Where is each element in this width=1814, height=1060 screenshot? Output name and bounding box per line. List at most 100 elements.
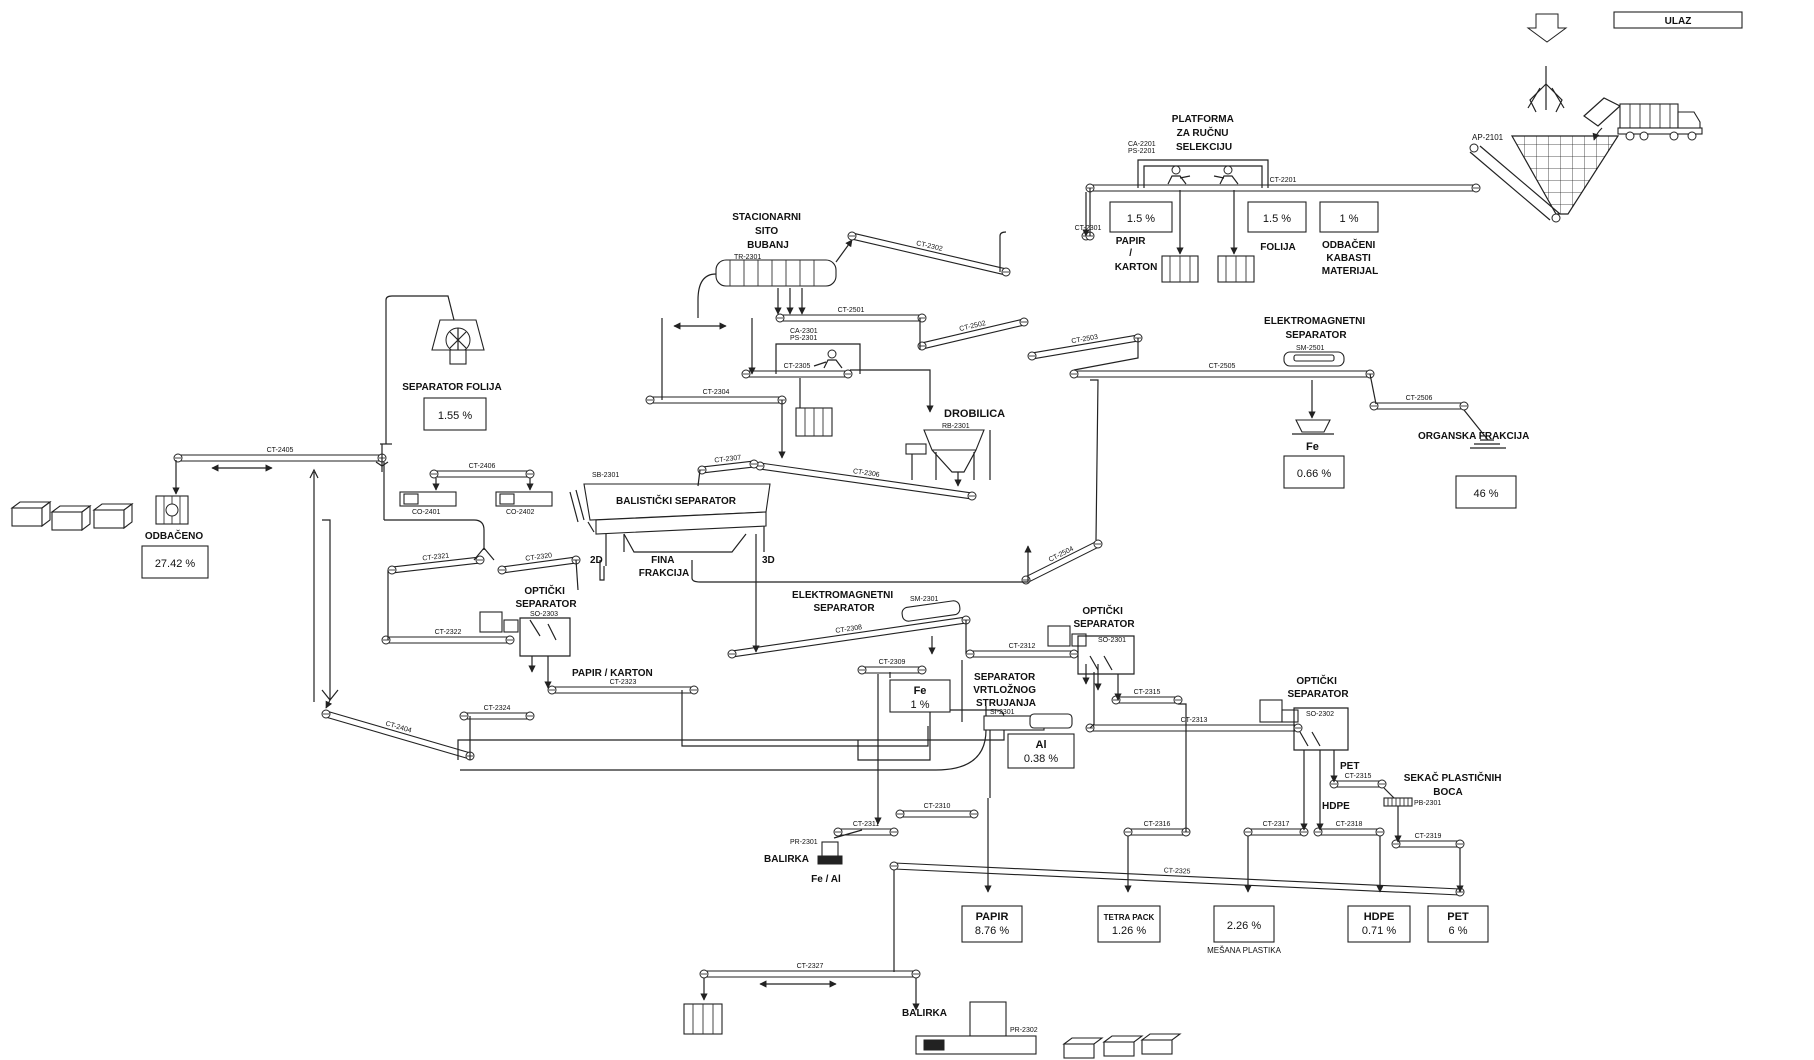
conveyor-belt: CT-2301 bbox=[1075, 225, 1102, 241]
shredder2-title-1: SEKAČ PLASTIČNIH bbox=[1404, 771, 1502, 784]
baler-2: BALIRKA PR-2302 bbox=[683, 1001, 1182, 1059]
opt1-code: SO-2303 bbox=[530, 611, 558, 618]
film-sep-label: SEPARATOR FOLIJA bbox=[402, 382, 501, 393]
belt-code-label: CT-2319 bbox=[1415, 833, 1442, 840]
belt-code-label: CT-2405 bbox=[267, 447, 294, 454]
platform-title-3: SELEKCIJU bbox=[1176, 142, 1232, 153]
shredder2-code: PB-2301 bbox=[1414, 800, 1441, 807]
worker-icon bbox=[1213, 165, 1239, 185]
eddy-current-separator: SEPARATOR VRTLOŽNOG STRUJANJA SI-2301 Al… bbox=[961, 660, 1075, 798]
conveyor-belt: CT-2305 bbox=[741, 363, 853, 379]
out-2d-label: 2D bbox=[590, 555, 603, 566]
conveyor-belt: CT-2505 bbox=[1069, 363, 1375, 379]
svg-text:ELEKTROMAGNETNI SEPARATO: ELEKTROMAGNETNI SEPARATOR bbox=[792, 590, 896, 614]
svg-text:PLATFORMA ZA RUČNU: PLATFORMA ZA RUČNU SELEKCIJU bbox=[1172, 114, 1236, 153]
kabasti-label-2: KABASTI bbox=[1326, 253, 1371, 264]
reject-output: ODBAČENO 27.42 % bbox=[10, 460, 209, 579]
opt3-title-2: SEPARATOR bbox=[1287, 689, 1349, 700]
shredder: DROBILICA RB-2301 bbox=[905, 408, 1005, 487]
conveyor-belt: CT-2501 bbox=[775, 307, 927, 323]
belt-code-label: CT-2322 bbox=[435, 629, 462, 636]
belt-code-label: CT-2503 bbox=[1071, 334, 1099, 345]
bale-icon bbox=[1062, 1033, 1182, 1059]
manual-sorting-cabin: CA-2301 PS-2301 bbox=[775, 328, 934, 437]
belt-code-label: CT-2323 bbox=[610, 679, 637, 686]
ca2201-code: CA-2201 bbox=[1128, 141, 1156, 148]
conveyor-belt: CT-2325 bbox=[889, 861, 1465, 897]
kabasti-label-3: MATERIJAL bbox=[1322, 266, 1378, 277]
fina-label-2: FRAKCIJA bbox=[639, 568, 690, 579]
shredder-label: DROBILICA bbox=[944, 408, 1005, 420]
magnetic-separator-top: ELEKTROMAGNETNI SEPARATOR SM-2501 Fe 0.6… bbox=[1264, 316, 1368, 489]
belt-code-label: CT-2305 bbox=[784, 363, 811, 370]
conveyor-belt: CT-2313 bbox=[1085, 717, 1303, 733]
trommel-title-2: SITO bbox=[755, 226, 778, 237]
belt-code-label: CT-2308 bbox=[835, 624, 863, 635]
belt-code-label: CT-2315 bbox=[1345, 773, 1372, 780]
conveyor-belt: CT-2324 bbox=[459, 705, 535, 721]
conveyor-belt: CT-2503 bbox=[1027, 333, 1143, 361]
belt-code-label: CT-2506 bbox=[1406, 395, 1433, 402]
optical-separator-2: OPTIČKI SEPARATOR SO-2301 bbox=[1047, 604, 1135, 729]
conveyor-belt: CT-2201 bbox=[1085, 177, 1481, 193]
conveyor-belt: CT-2321 bbox=[387, 553, 485, 575]
conveyor-belt: CT-2307 bbox=[697, 454, 759, 475]
mag1-fe-label: Fe bbox=[1306, 441, 1319, 453]
conveyor-belt: CT-2405 bbox=[173, 447, 387, 463]
mag1-code: SM-2501 bbox=[1296, 345, 1325, 352]
tetra-pct: 1.26 % bbox=[1112, 925, 1146, 937]
organic-label: ORGANSKA FRAKCIJA bbox=[1418, 431, 1529, 442]
grab-claw-icon bbox=[1527, 66, 1565, 113]
fe2-label: Fe bbox=[914, 685, 927, 697]
connector-lines bbox=[387, 188, 1377, 760]
folija-label: FOLIJA bbox=[1260, 242, 1296, 253]
belt-code-label: CT-2309 bbox=[879, 659, 906, 666]
container-icon bbox=[683, 1003, 723, 1035]
mesana-label: MEŠANA PLASTIKA bbox=[1207, 946, 1281, 955]
manual-sort-outputs: 1.5 % PAPIR / KARTON 1.5 % FOLIJA 1 % OD… bbox=[1109, 190, 1379, 283]
belt-code-label: CT-2312 bbox=[1009, 643, 1036, 650]
ca2301-code: CA-2301 bbox=[790, 328, 818, 335]
conveyor-belt: CT-2309 bbox=[857, 659, 927, 675]
ulaz-header: ULAZ bbox=[1526, 11, 1743, 43]
conveyor-belt: CT-2404 bbox=[321, 709, 475, 761]
hdpe-out-label: HDPE bbox=[1364, 911, 1395, 923]
belt-code-label: CT-2301 bbox=[1075, 225, 1102, 232]
svg-text:FINA FRAKCIJA: FINA FRAKCIJA bbox=[639, 555, 690, 579]
ballistic-label: BALISTIČKI SEPARATOR bbox=[616, 494, 737, 507]
opt2-title-1: OPTIČKI bbox=[1082, 604, 1123, 617]
conveyor-belt: CT-2318 bbox=[1313, 821, 1385, 837]
belt-code-label: CT-2315 bbox=[1134, 689, 1161, 696]
platform-title-1: PLATFORMA bbox=[1172, 114, 1234, 125]
svg-text:ELEKTROMAGNETNI SEPARATO: ELEKTROMAGNETNI SEPARATOR bbox=[1264, 316, 1368, 341]
papir2-pct: 8.76 % bbox=[975, 925, 1009, 937]
trommel-title-3: BUBANJ bbox=[747, 240, 789, 251]
eddy-title-2: VRTLOŽNOG bbox=[973, 683, 1036, 696]
kabasti-pct: 1 % bbox=[1340, 213, 1359, 225]
final-outputs: PAPIR 8.76 % TETRA PACK 1.26 % 2.26 % ME… bbox=[961, 905, 1489, 955]
organic-pct: 46 % bbox=[1473, 488, 1498, 500]
kabasti-label-1: ODBAČENI bbox=[1322, 238, 1376, 251]
container-icon bbox=[1161, 255, 1199, 283]
hdpe-out-pct: 0.71 % bbox=[1362, 925, 1396, 937]
container-icon bbox=[795, 407, 833, 437]
conveyor-belt: CT-2320 bbox=[497, 552, 581, 575]
svg-text:OPTIČKI SEPARATOR: OPTIČKI SEPARATOR bbox=[515, 584, 577, 610]
down-arrow-icon bbox=[1526, 13, 1568, 43]
out-3d-label: 3D bbox=[762, 555, 775, 566]
trommel-title-1: STACIONARNI bbox=[732, 212, 801, 223]
svg-text:OPTIČKI SEPARATOR: OPTIČKI SEPARATOR bbox=[1073, 604, 1135, 630]
conveyor-belt: CT-2319 bbox=[1391, 833, 1465, 849]
hdpe-stream-label: HDPE bbox=[1322, 801, 1350, 812]
bottle-shredder: SEKAČ PLASTIČNIH BOCA PB-2301 bbox=[1383, 771, 1502, 843]
pet-stream-label: PET bbox=[1340, 761, 1359, 772]
mesana-pct: 2.26 % bbox=[1227, 920, 1261, 932]
fina-label-1: FINA bbox=[651, 555, 674, 566]
output-feed-lines bbox=[700, 703, 1464, 1011]
conveyor-belt: CT-2308 bbox=[727, 615, 971, 659]
ulaz-label: ULAZ bbox=[1665, 16, 1692, 27]
fe2-pct: 1 % bbox=[911, 699, 930, 711]
conveyor-belt: CT-2306 bbox=[755, 461, 977, 501]
belt-code-label: CT-2310 bbox=[924, 803, 951, 810]
conveyor-belt: CT-2322 bbox=[381, 629, 515, 645]
